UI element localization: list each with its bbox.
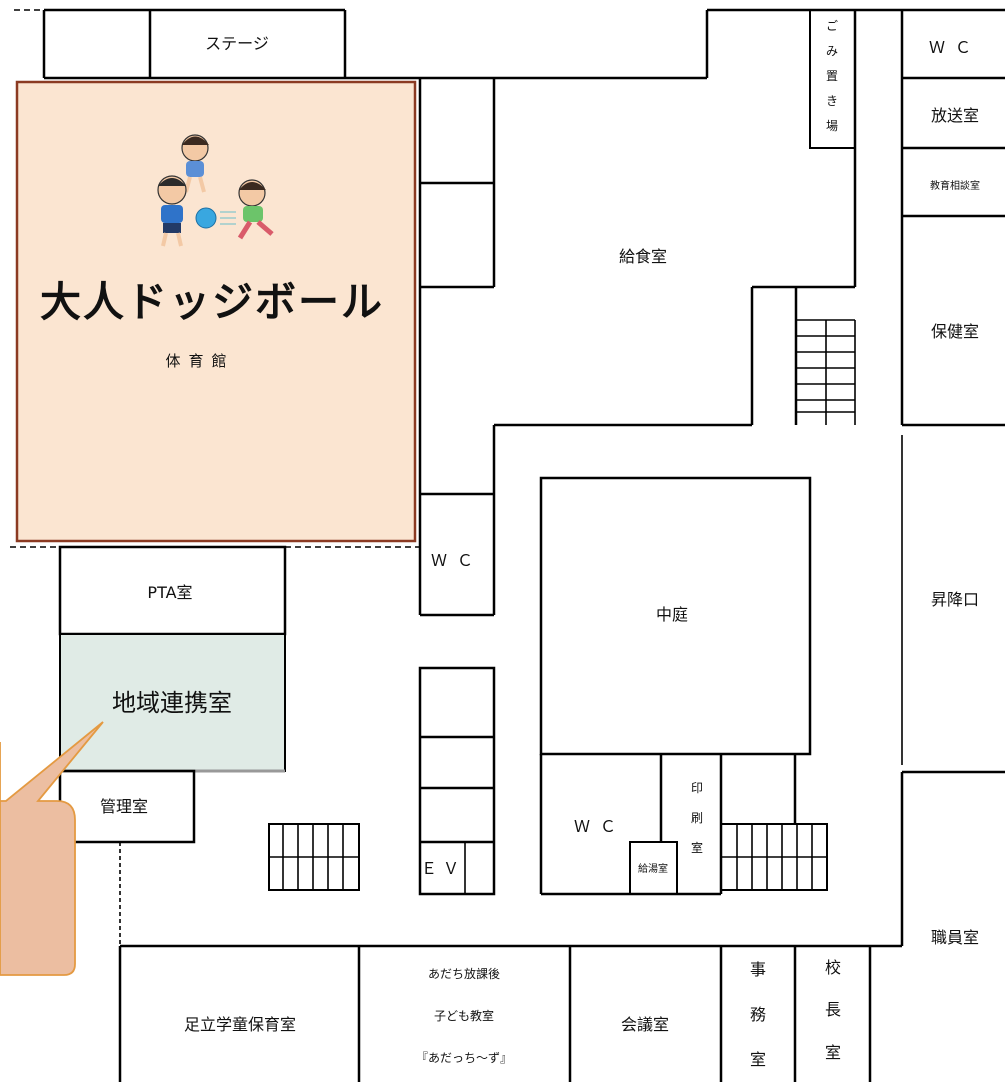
kouchou-char-1: 校 <box>825 958 841 977</box>
gomi-char-3: 置 <box>826 69 838 83</box>
stage-label: ステージ <box>205 34 269 53</box>
nakaniwa-courtyard <box>539 476 812 756</box>
kouchou-char-2: 長 <box>825 1000 841 1019</box>
gomi-char-4: き <box>826 94 838 108</box>
pta-label: PTA室 <box>147 583 192 602</box>
ev-label: ＥＶ <box>421 859 465 878</box>
gym-event-title: 大人ドッジボール <box>40 278 384 326</box>
jimu-char-1: 事 <box>750 960 766 979</box>
shokuin-label: 職員室 <box>931 928 979 947</box>
jimu-char-3: 室 <box>750 1050 766 1069</box>
kyuto-label: 給湯室 <box>638 862 668 875</box>
houkago-line-3: 『あだっち～ず』 <box>416 1051 512 1065</box>
housou-label: 放送室 <box>931 106 979 125</box>
insatsu-char-1: 印 <box>691 781 703 795</box>
gomi-char-1: ご <box>826 18 838 33</box>
corridor-walls <box>418 10 857 617</box>
shoukouguchi-label: 昇降口 <box>931 590 979 609</box>
gomi-char-5: 場 <box>826 119 838 133</box>
right-column-walls <box>900 10 1005 946</box>
nakaniwa-label: 中庭 <box>656 605 688 624</box>
chiiki-label: 地域連携室 <box>112 689 232 717</box>
ev-column <box>418 666 496 896</box>
gakudou-label: 足立学童保育室 <box>184 1015 296 1034</box>
gym-label: 体育館 <box>165 352 234 370</box>
hoken-label: 保健室 <box>931 322 979 341</box>
kyouiku-soudan-label: 教育相談室 <box>930 179 980 192</box>
insatsu-char-3: 室 <box>691 840 703 855</box>
kouchou-char-3: 室 <box>825 1043 841 1062</box>
callout-bubble <box>0 721 104 976</box>
stairs-upper <box>794 287 856 425</box>
houkago-line-2: 子ども教室 <box>434 1008 494 1023</box>
gomi-room <box>809 9 856 149</box>
children-playing-dodgeball-icon <box>157 134 274 247</box>
wc-lower-label: ＷＣ <box>574 817 626 836</box>
stairs-lower-right <box>720 823 828 891</box>
gym-room[interactable] <box>15 80 417 543</box>
insatsu-char-2: 刷 <box>691 811 703 825</box>
kyushoku-label: 給食室 <box>619 247 667 266</box>
jimu-char-2: 務 <box>750 1005 766 1024</box>
chiiki-room[interactable] <box>59 633 286 772</box>
stage-area <box>14 8 1005 80</box>
kaigi-label: 会議室 <box>621 1015 669 1034</box>
wc-mid-label: ＷＣ <box>431 551 483 570</box>
wc-top-label: ＷＣ <box>929 38 981 57</box>
houkago-line-1: あだち放課後 <box>428 966 500 981</box>
kanri-label: 管理室 <box>100 797 148 816</box>
gomi-char-2: み <box>826 44 838 58</box>
bottom-row-walls <box>118 944 902 1082</box>
stairs-lower-left <box>268 823 360 891</box>
